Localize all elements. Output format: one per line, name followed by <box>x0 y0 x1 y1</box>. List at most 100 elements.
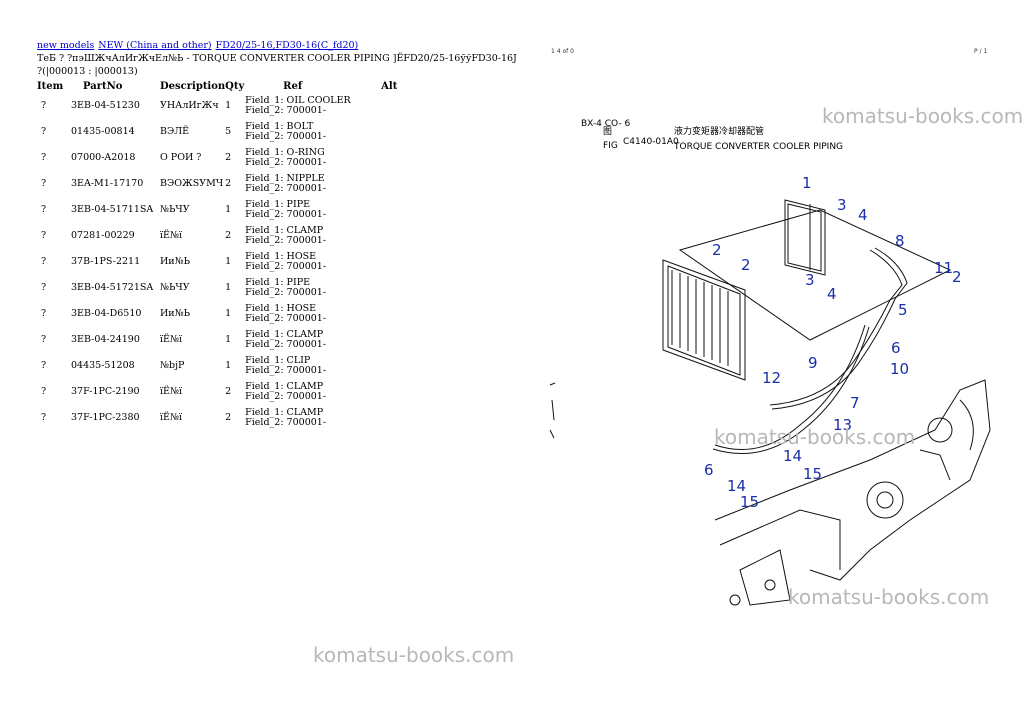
callout-3b: 3 <box>805 271 815 289</box>
diagram-fig-label: FIG <box>603 141 618 151</box>
callout-7: 7 <box>850 394 860 412</box>
cell-item: ? <box>41 100 47 111</box>
callout-1: 1 <box>802 174 812 192</box>
cell-field2: Field_2: 700001- <box>245 105 327 116</box>
diagram-header-code: BX-4 CO- 6 <box>581 119 630 129</box>
cell-partno: 01435-00814 <box>71 126 135 137</box>
cell-alt <box>381 197 421 223</box>
cell-field1: Field_1: PIPE <box>245 199 311 210</box>
cell-field2: Field_2: 700001- <box>245 339 327 350</box>
watermark-middle: komatsu-books.com <box>714 425 916 449</box>
callout-15b: 15 <box>740 493 759 511</box>
cell-description: УНАлИгЖч <box>160 100 219 111</box>
cell-field1: Field_1: OIL COOLER <box>245 95 351 106</box>
cell-field2: Field_2: 700001- <box>245 235 327 246</box>
header-alt: Alt <box>381 80 398 92</box>
cell-item: ? <box>41 152 47 163</box>
cell-qty: 1 <box>225 100 232 111</box>
cell-field1: Field_1: BOLT <box>245 121 314 132</box>
cell-partno: 3EB-04-51230 <box>71 100 140 111</box>
callout-2c: 2 <box>952 268 962 286</box>
callout-2a: 2 <box>712 241 722 259</box>
cell-qty: 2 <box>225 152 232 163</box>
cell-item: ? <box>41 126 47 137</box>
callout-2b: 2 <box>741 256 751 274</box>
cell-field1: Field_1: CLAMP <box>245 225 324 236</box>
cell-field1: Field_1: HOSE <box>245 303 317 314</box>
cell-item: ? <box>41 256 47 267</box>
cell-item: ? <box>41 360 47 371</box>
cell-field2: Field_2: 700001- <box>245 183 327 194</box>
cell-field1: Field_1: CLIP <box>245 355 311 366</box>
cell-description: ВЭЛЁ <box>160 126 190 137</box>
header-ref: Ref <box>283 80 303 92</box>
page-mark-right: P / 1 <box>974 48 988 55</box>
cell-description: ВЭОЖЅУМЧ <box>160 178 224 189</box>
callout-14a: 14 <box>783 447 802 465</box>
watermark-top: komatsu-books.com <box>822 104 1024 128</box>
cell-partno: 3EA-M1-17170 <box>71 178 144 189</box>
cell-alt <box>381 405 421 431</box>
cell-field2: Field_2: 700001- <box>245 365 327 376</box>
cell-description: №bjР <box>160 360 185 371</box>
cell-qty: 2 <box>225 178 232 189</box>
breadcrumb-link-model[interactable]: FD20/25-16,FD30-16(C_fd20) <box>215 40 359 51</box>
cell-partno: 3EB-04-51721SA <box>71 282 154 293</box>
watermark-bottom: komatsu-books.com <box>313 643 515 667</box>
cell-partno: 3EB-04-D6510 <box>71 308 142 319</box>
cell-description: №ЬЧУ <box>160 282 190 293</box>
cell-field1: Field_1: NIPPLE <box>245 173 325 184</box>
cell-description: Ии№Ь <box>160 308 191 319</box>
cell-item: ? <box>41 204 47 215</box>
cell-partno: 37F-1PC-2190 <box>71 386 140 397</box>
cell-partno: 3EB-04-24190 <box>71 334 140 345</box>
cell-alt <box>381 353 421 379</box>
cell-qty: 2 <box>225 230 232 241</box>
cell-alt <box>381 171 421 197</box>
cell-description: їЁ№ї <box>160 230 183 241</box>
cell-alt <box>381 119 421 145</box>
breadcrumb-link-new-models[interactable]: new models <box>37 40 95 51</box>
parts-diagram: BX-4 CO- 6 图 FIG C4140-01A0 液力变矩器冷却器配管 T… <box>549 119 991 606</box>
cell-field2: Field_2: 700001- <box>245 157 327 168</box>
page-subtitle: ?(|000013 : |000013) <box>37 66 138 77</box>
cell-item: ? <box>41 334 47 345</box>
diagram-callouts: 1 2 3 4 2 8 3 4 11 2 5 6 9 10 12 7 13 6 … <box>704 174 962 511</box>
cell-field2: Field_2: 700001- <box>245 131 327 142</box>
cell-item: ? <box>41 386 47 397</box>
cell-qty: 1 <box>225 282 232 293</box>
breadcrumb-link-region[interactable]: NEW (China and other) <box>98 40 212 51</box>
cell-qty: 1 <box>225 308 232 319</box>
cell-alt <box>381 249 421 275</box>
cell-alt <box>381 93 421 119</box>
callout-8: 8 <box>895 232 905 250</box>
cell-alt <box>381 223 421 249</box>
callout-15a: 15 <box>803 465 822 483</box>
callout-10: 10 <box>890 360 909 378</box>
cell-item: ? <box>41 308 47 319</box>
cell-field1: Field_1: CLAMP <box>245 329 324 340</box>
page-title: ТеБ ? ?пэШЖчАлИгЖчЕл№Ь - TORQUE CONVERTE… <box>37 53 517 64</box>
cell-alt <box>381 275 421 301</box>
cell-field2: Field_2: 700001- <box>245 209 327 220</box>
cell-field1: Field_1: CLAMP <box>245 381 324 392</box>
diagram-title-en: TORQUE CONVERTER COOLER PIPING <box>673 142 843 152</box>
